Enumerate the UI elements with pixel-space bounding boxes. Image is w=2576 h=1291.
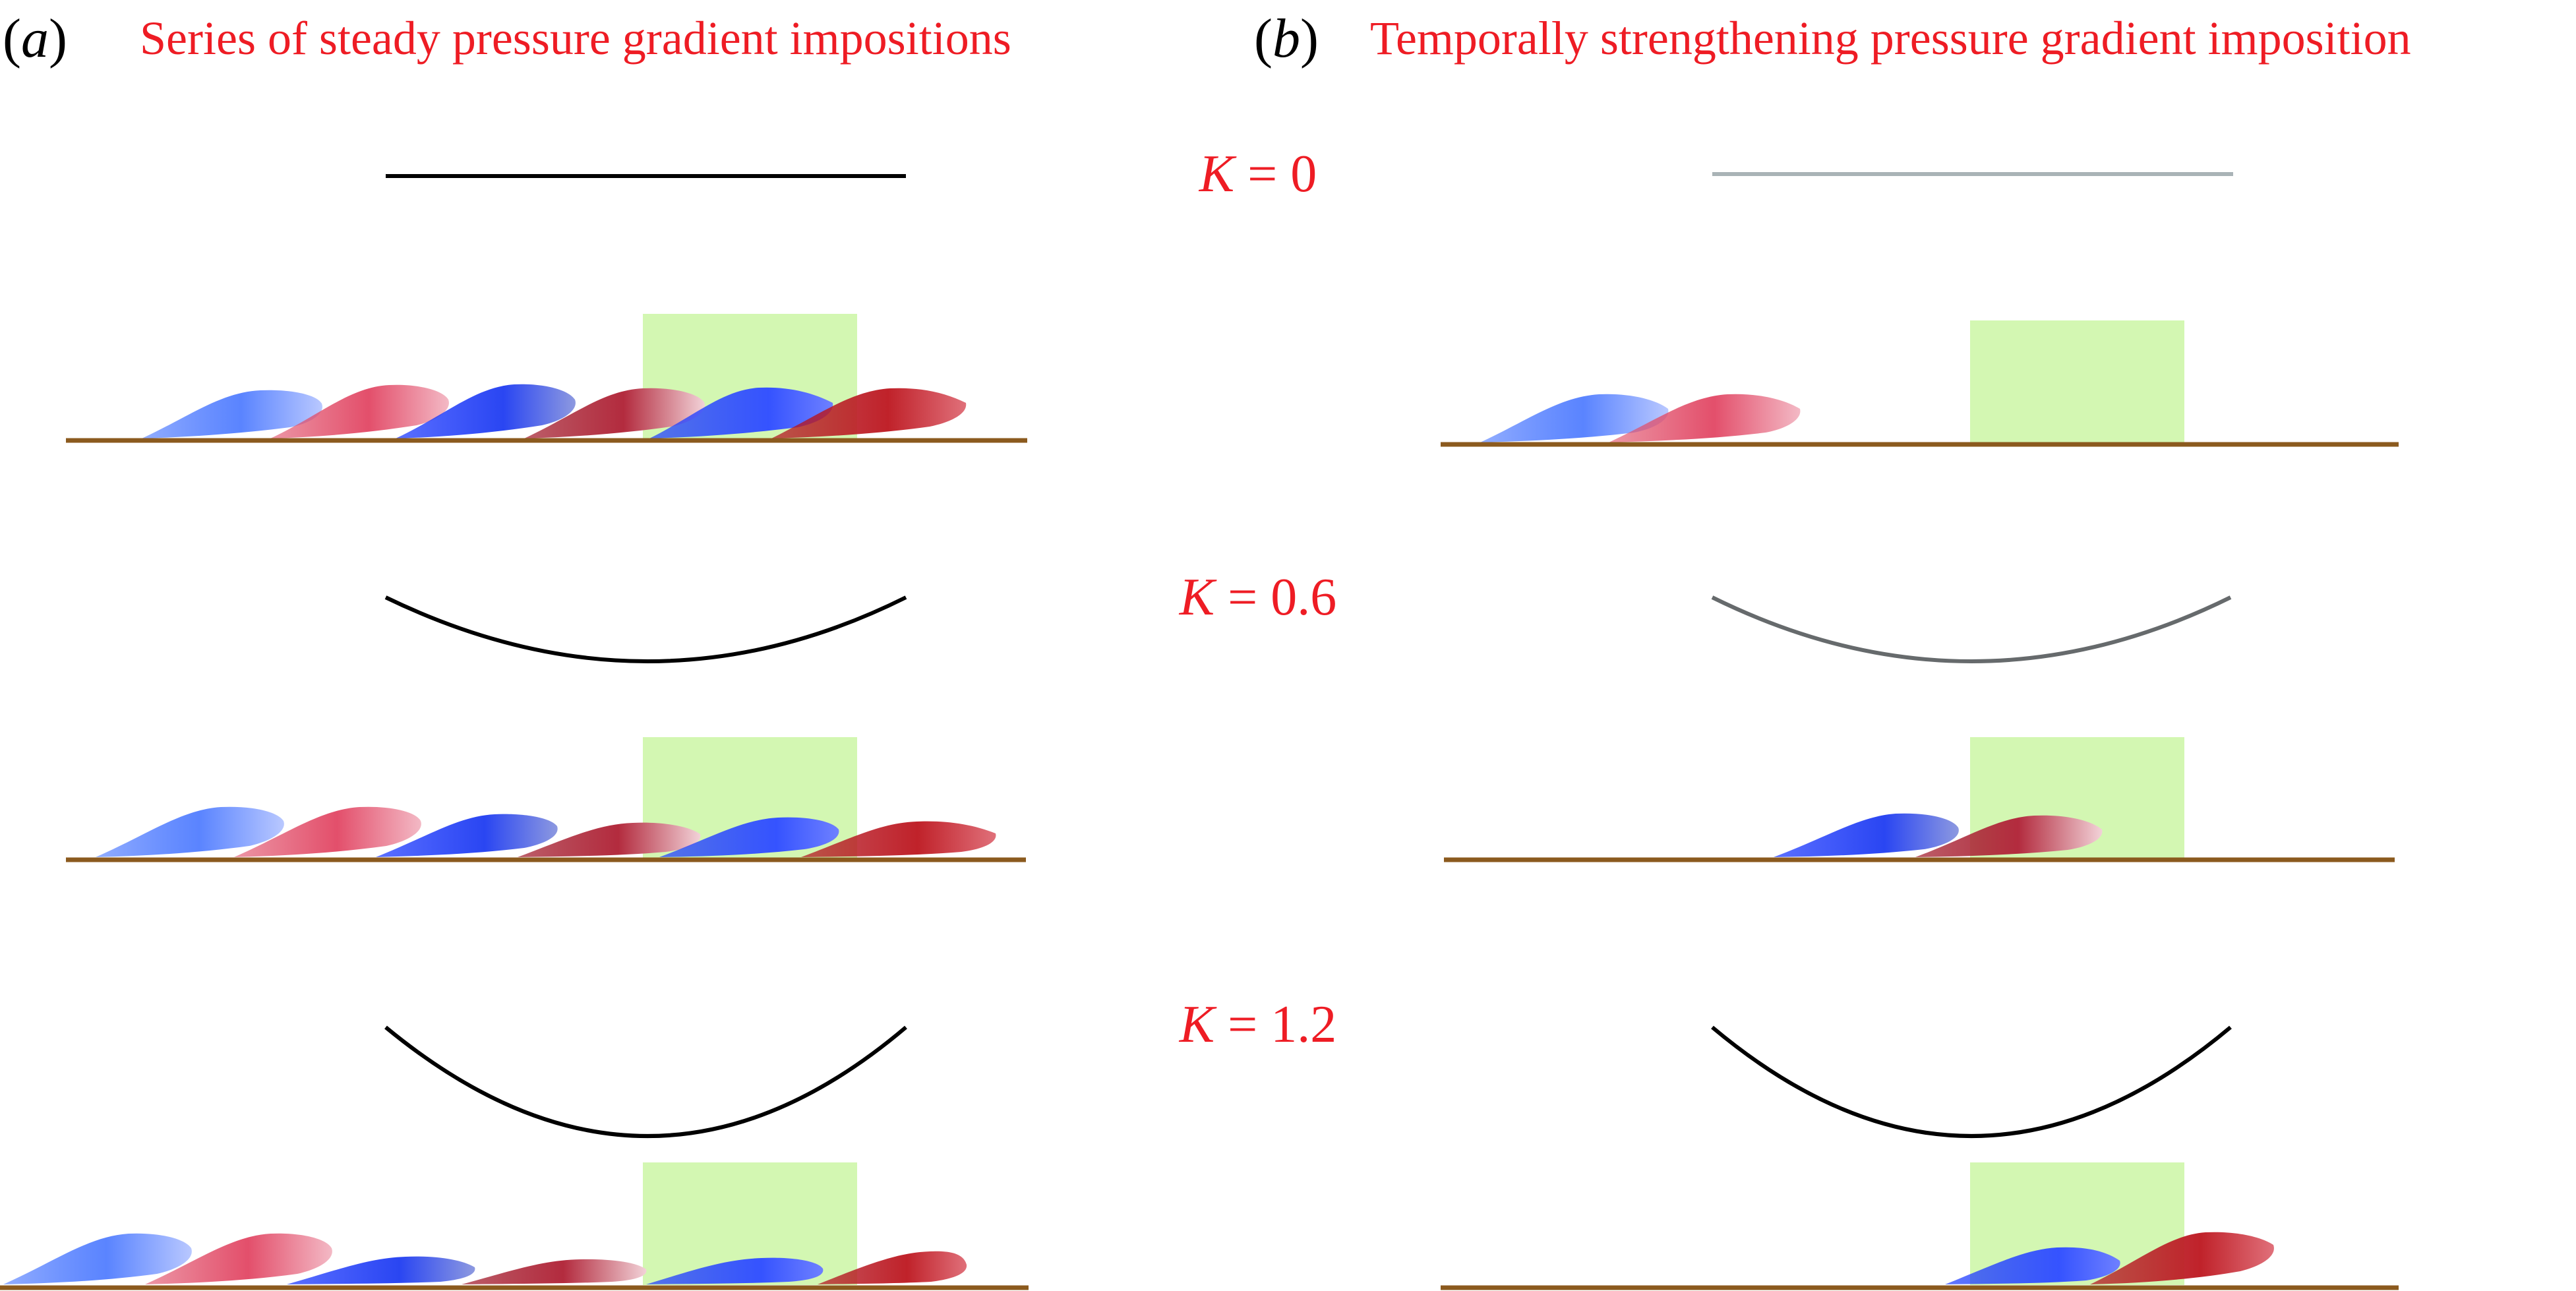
vortex-b2-1	[1774, 813, 1959, 857]
vortex-a1-3	[396, 384, 576, 438]
pressure-profile-b2	[1711, 595, 2232, 663]
pressure-profile-a3	[384, 1025, 907, 1138]
vortex-a2-2	[234, 806, 421, 857]
vortex-train-a1	[142, 384, 967, 438]
vortex-a1-6	[771, 388, 967, 438]
pressure-profile-a2	[384, 595, 907, 663]
vortex-b3-2	[2090, 1232, 2274, 1284]
panel-a-tag-open: (	[3, 8, 21, 69]
k-label-row-2: K = 0.6	[1179, 568, 1336, 626]
pressure-profile-b3	[1711, 1025, 2232, 1138]
window-region-b1	[1970, 320, 2184, 443]
vortex-a2-5	[659, 817, 839, 857]
vortex-train-b3	[1945, 1232, 2274, 1284]
k-symbol-row-3: K	[1179, 996, 1217, 1054]
panel-a-tag-close: )	[49, 8, 67, 69]
vortex-a2-1	[96, 806, 284, 857]
vortex-a1-2	[270, 384, 449, 438]
vortex-a3-2	[145, 1233, 332, 1284]
vortex-a1-4	[524, 388, 705, 438]
panel-a-tag-letter: a	[21, 8, 49, 69]
vortex-train-b2	[1774, 813, 2103, 857]
k-value-row-1: = 0	[1234, 145, 1317, 203]
k-value-row-3: = 1.2	[1214, 996, 1336, 1054]
vortex-a2-6	[801, 821, 996, 857]
panel-b-tag-close: )	[1300, 8, 1319, 69]
vortex-a3-5	[646, 1257, 824, 1284]
vortex-train-b1	[1480, 394, 1801, 442]
vortex-b3-1	[1945, 1247, 2120, 1284]
panel-a-title: Series of steady pressure gradient impos…	[140, 12, 1011, 65]
vortex-a1-1	[142, 390, 322, 438]
vortex-a3-4	[462, 1259, 647, 1284]
panel-b-tag: (b)	[1254, 8, 1319, 69]
panel-b-tag-letter: b	[1273, 8, 1300, 69]
panel-b-title: Temporally strengthening pressure gradie…	[1370, 12, 2411, 65]
vortex-train-a3	[3, 1233, 967, 1284]
vortex-train-a2	[96, 806, 996, 857]
k-symbol-row-1: K	[1199, 145, 1237, 203]
vortex-a3-6	[818, 1251, 967, 1284]
k-value-row-2: = 0.6	[1214, 568, 1336, 626]
vortex-a1-5	[649, 387, 833, 438]
panel-a-tag: (a)	[3, 8, 67, 69]
k-symbol-row-2: K	[1179, 568, 1217, 626]
vortex-a2-3	[376, 814, 558, 857]
vortex-b2-2	[1915, 815, 2103, 857]
k-label-row-3: K = 1.2	[1179, 996, 1336, 1054]
vortex-b1-2	[1609, 394, 1801, 442]
vortex-b1-1	[1480, 394, 1669, 442]
panel-b-tag-open: (	[1254, 8, 1273, 69]
vortex-a2-4	[518, 822, 701, 857]
vortex-a3-3	[287, 1256, 475, 1284]
vortex-a3-1	[3, 1233, 192, 1284]
k-label-row-1: K = 0	[1199, 145, 1317, 203]
